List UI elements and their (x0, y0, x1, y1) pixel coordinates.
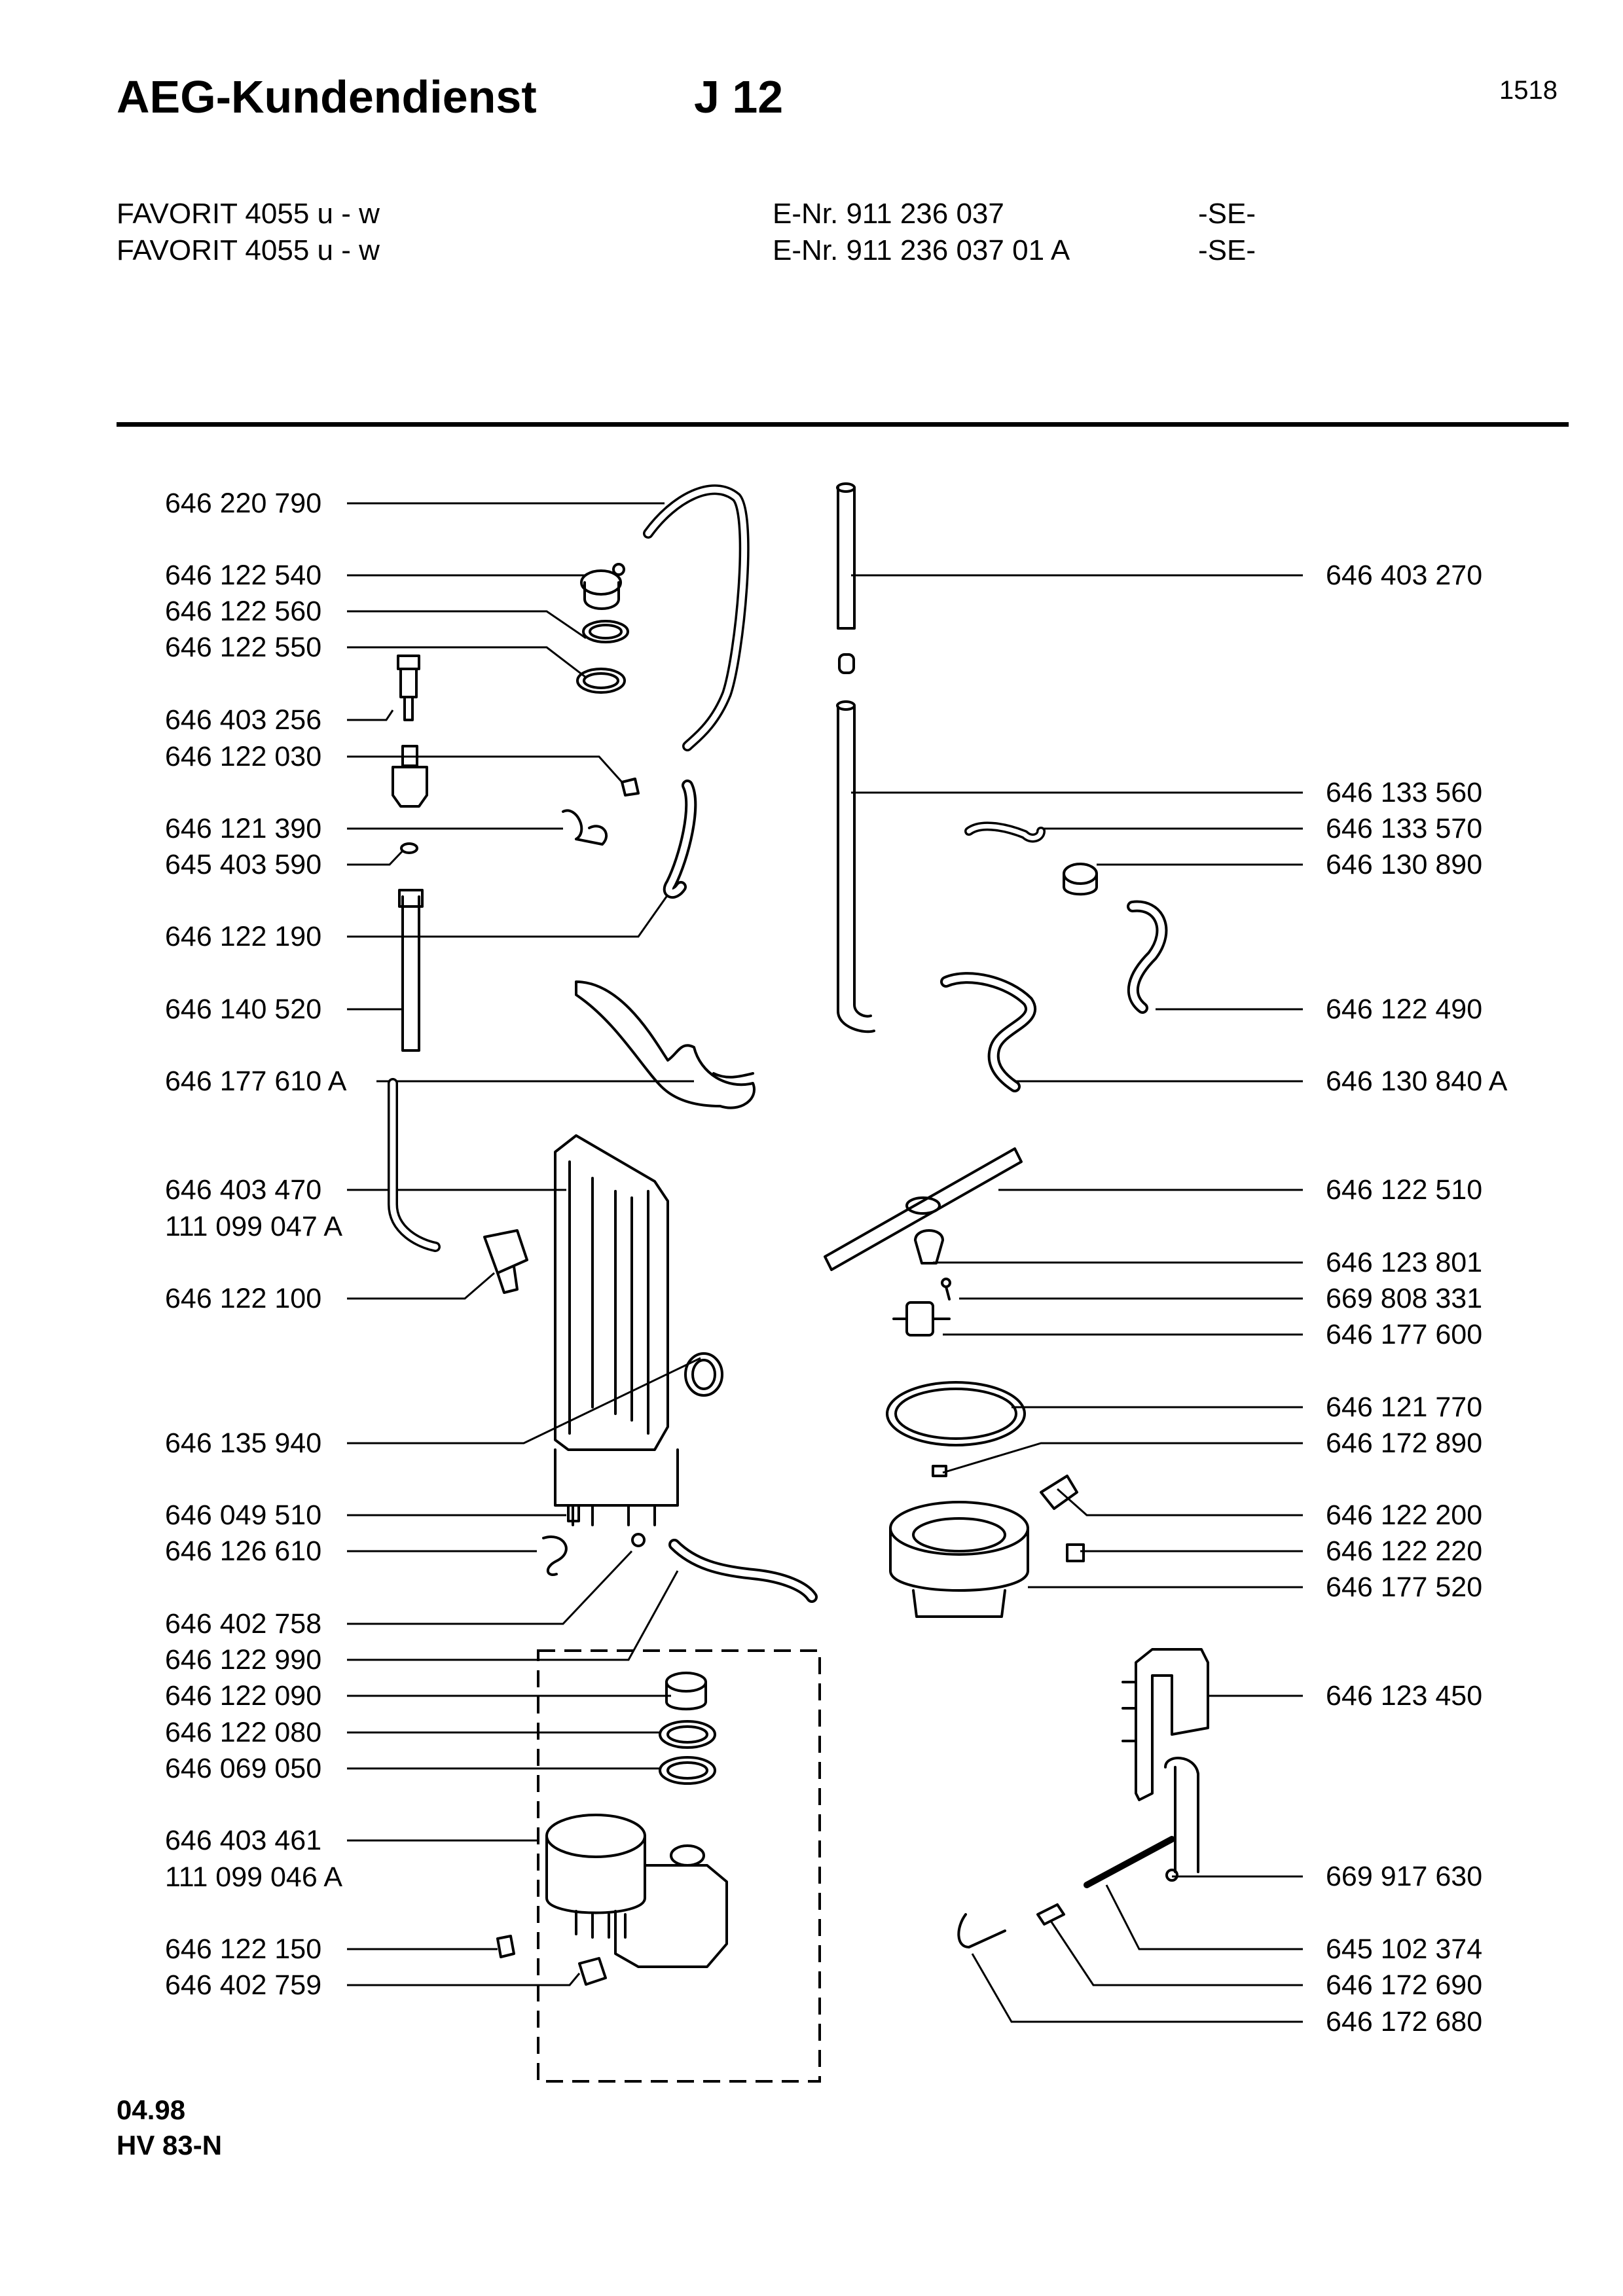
part-label-left-23: 646 403 461 (165, 1825, 322, 1856)
part-label-left-11: 646 177 610 A (165, 1066, 347, 1097)
part-label-right-3: 646 133 570 (1326, 813, 1483, 844)
model-name-2: FAVORIT 4055 u - w (117, 234, 380, 266)
part-label-left-19: 646 122 990 (165, 1644, 322, 1676)
part-label-right-17: 669 917 630 (1326, 1861, 1483, 1892)
part-label-left-13: 111 099 047 A (165, 1211, 342, 1242)
part-label-right-13: 646 122 200 (1326, 1499, 1483, 1531)
part-label-right-1: 646 403 270 (1326, 560, 1483, 591)
part-label-right-14: 646 122 220 (1326, 1535, 1483, 1567)
part-label-left-12: 646 403 470 (165, 1174, 322, 1206)
section-code: J 12 (694, 71, 784, 122)
part-label-left-7: 646 121 390 (165, 813, 322, 844)
model-suffix-2: -SE- (1198, 234, 1256, 266)
part-label-right-18: 645 102 374 (1326, 1933, 1483, 1965)
part-label-right-7: 646 122 510 (1326, 1174, 1483, 1206)
header-divider (117, 422, 1569, 427)
part-label-right-20: 646 172 680 (1326, 2006, 1483, 2037)
part-label-right-15: 646 177 520 (1326, 1571, 1483, 1603)
part-label-right-9: 669 808 331 (1326, 1283, 1483, 1314)
part-label-right-16: 646 123 450 (1326, 1680, 1483, 1712)
footer-doc-code: HV 83-N (117, 2130, 223, 2161)
part-label-left-20: 646 122 090 (165, 1680, 322, 1712)
water-softener-kit-box (537, 1649, 821, 2083)
part-label-left-1: 646 220 790 (165, 488, 322, 519)
part-label-left-8: 645 403 590 (165, 849, 322, 880)
part-label-left-2: 646 122 540 (165, 560, 322, 591)
part-label-left-14: 646 122 100 (165, 1283, 322, 1314)
part-label-left-21: 646 122 080 (165, 1717, 322, 1748)
part-label-right-19: 646 172 690 (1326, 1969, 1483, 2001)
part-label-left-6: 646 122 030 (165, 741, 322, 772)
part-label-left-17: 646 126 610 (165, 1535, 322, 1567)
page-title: AEG-Kundendienst (117, 71, 537, 122)
part-label-left-25: 646 122 150 (165, 1933, 322, 1965)
part-label-right-11: 646 121 770 (1326, 1391, 1483, 1423)
part-label-left-9: 646 122 190 (165, 921, 322, 952)
part-label-left-16: 646 049 510 (165, 1499, 322, 1531)
part-label-left-5: 646 403 256 (165, 704, 322, 736)
page-number: 1518 (1499, 76, 1558, 105)
part-label-right-12: 646 172 890 (1326, 1427, 1483, 1459)
footer-date: 04.98 (117, 2094, 186, 2125)
part-label-left-3: 646 122 560 (165, 596, 322, 627)
part-label-left-10: 646 140 520 (165, 994, 322, 1025)
leader-lines-left (347, 502, 701, 1986)
part-label-left-24: 111 099 046 A (165, 1861, 342, 1893)
model-enr-1: E-Nr. 911 236 037 (773, 198, 1004, 230)
part-label-right-10: 646 177 600 (1326, 1319, 1483, 1350)
model-suffix-1: -SE- (1198, 198, 1256, 230)
part-label-right-8: 646 123 801 (1326, 1247, 1483, 1278)
part-label-left-4: 646 122 550 (165, 632, 322, 663)
leader-lines-right (851, 574, 1303, 2023)
part-label-left-22: 646 069 050 (165, 1753, 322, 1784)
part-label-right-5: 646 122 490 (1326, 994, 1483, 1025)
parts-right (824, 482, 1209, 1948)
part-label-left-26: 646 402 759 (165, 1969, 322, 2001)
part-label-right-6: 646 130 840 A (1326, 1066, 1508, 1097)
parts-left (388, 484, 818, 1986)
part-label-left-18: 646 402 758 (165, 1608, 322, 1640)
model-name-1: FAVORIT 4055 u - w (117, 198, 380, 230)
part-label-left-15: 646 135 940 (165, 1427, 322, 1459)
part-label-right-4: 646 130 890 (1326, 849, 1483, 880)
model-enr-2: E-Nr. 911 236 037 01 A (773, 234, 1070, 266)
part-label-right-2: 646 133 560 (1326, 777, 1483, 808)
